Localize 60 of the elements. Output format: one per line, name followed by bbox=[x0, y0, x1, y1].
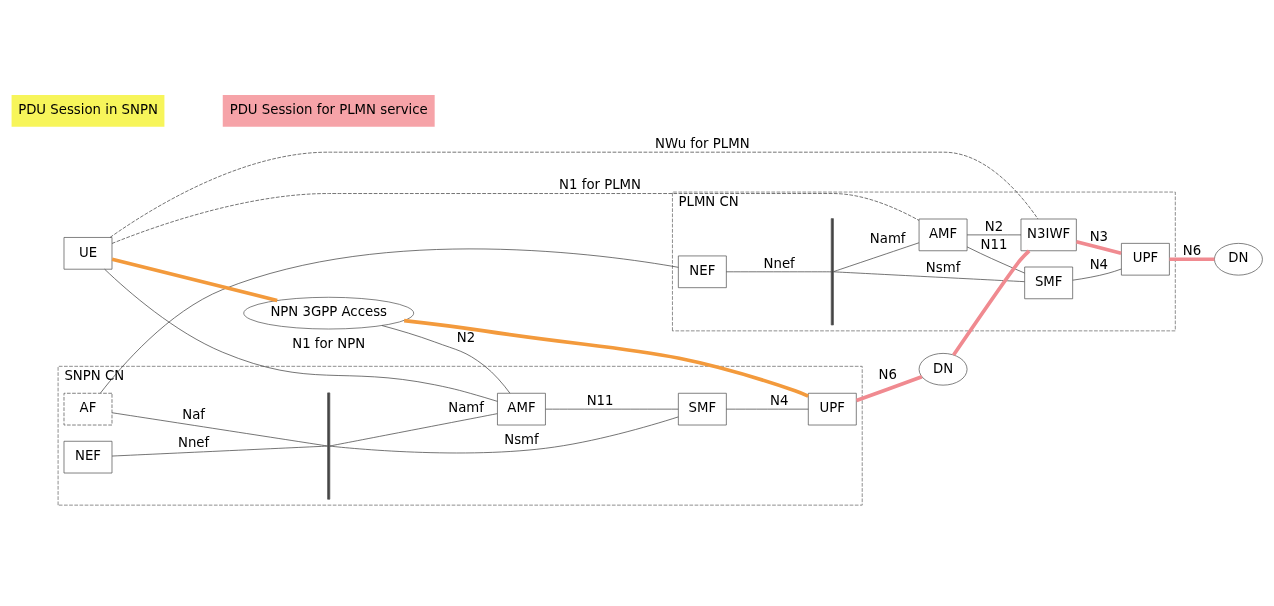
connector bbox=[545, 408, 679, 410]
edge-label: N6 bbox=[1182, 243, 1202, 259]
edge-label: Nsmf bbox=[504, 432, 539, 448]
connector bbox=[100, 248, 679, 394]
connector bbox=[1169, 257, 1215, 262]
edge-label: N1 for PLMN bbox=[559, 177, 642, 193]
node-box: AMF bbox=[497, 392, 546, 426]
connector bbox=[855, 375, 923, 403]
node-box: NEF bbox=[63, 440, 113, 474]
connector bbox=[833, 242, 920, 272]
node-bar bbox=[830, 218, 834, 326]
node-ellipse: DN bbox=[918, 353, 968, 386]
edge-label: NWu for PLMN bbox=[655, 136, 750, 152]
node-box: NEF bbox=[678, 255, 727, 289]
connector bbox=[111, 412, 328, 447]
edge-label: Nsmf bbox=[925, 260, 961, 276]
connector bbox=[109, 151, 1039, 238]
edge-label: N3 bbox=[1089, 229, 1109, 245]
connector bbox=[1072, 268, 1122, 281]
connector bbox=[111, 257, 278, 303]
edge-label: Naf bbox=[182, 407, 205, 423]
edge-label: Namf bbox=[869, 231, 906, 247]
connector bbox=[966, 234, 1022, 236]
node-box: UPF bbox=[1121, 243, 1170, 276]
edge-label: N2 bbox=[984, 218, 1004, 234]
node-box: SMF bbox=[678, 392, 727, 426]
edge-label: Nnef bbox=[177, 435, 210, 451]
connector bbox=[952, 249, 1031, 356]
connector bbox=[1075, 240, 1122, 255]
node-box: UE bbox=[63, 237, 113, 270]
connector bbox=[966, 246, 1025, 274]
edge-label: N2 bbox=[456, 330, 476, 346]
node-bar bbox=[327, 392, 331, 500]
node-ellipse: NPN 3GPP Access bbox=[243, 296, 415, 330]
node-box: AMF bbox=[918, 218, 968, 252]
legend-label: PDU Session for PLMN service bbox=[229, 102, 428, 118]
edge-label: N4 bbox=[769, 393, 789, 409]
node-box: UPF bbox=[807, 392, 857, 426]
edge-label: N11 bbox=[980, 237, 1008, 253]
edge-label: Nnef bbox=[763, 255, 795, 271]
edge-label: N6 bbox=[878, 367, 897, 383]
connector bbox=[329, 413, 498, 447]
connector bbox=[726, 271, 832, 273]
node-box: N3IWF bbox=[1020, 218, 1077, 252]
node-ellipse: DN bbox=[1214, 243, 1263, 276]
edge-label: Namf bbox=[448, 399, 484, 415]
connector bbox=[833, 271, 1025, 283]
edge-label: N11 bbox=[586, 393, 614, 409]
edge-label: N1 for NPN bbox=[292, 336, 366, 352]
connector bbox=[104, 268, 498, 402]
connector bbox=[726, 408, 809, 410]
connector bbox=[111, 193, 920, 244]
node-box: SMF bbox=[1024, 266, 1074, 300]
connector bbox=[111, 445, 328, 457]
node-box: AF bbox=[63, 392, 113, 426]
connector bbox=[329, 416, 679, 454]
legend-label: PDU Session in SNPN bbox=[18, 102, 158, 118]
connector bbox=[381, 325, 511, 394]
connector bbox=[403, 318, 809, 398]
edge-label: N4 bbox=[1089, 257, 1109, 273]
